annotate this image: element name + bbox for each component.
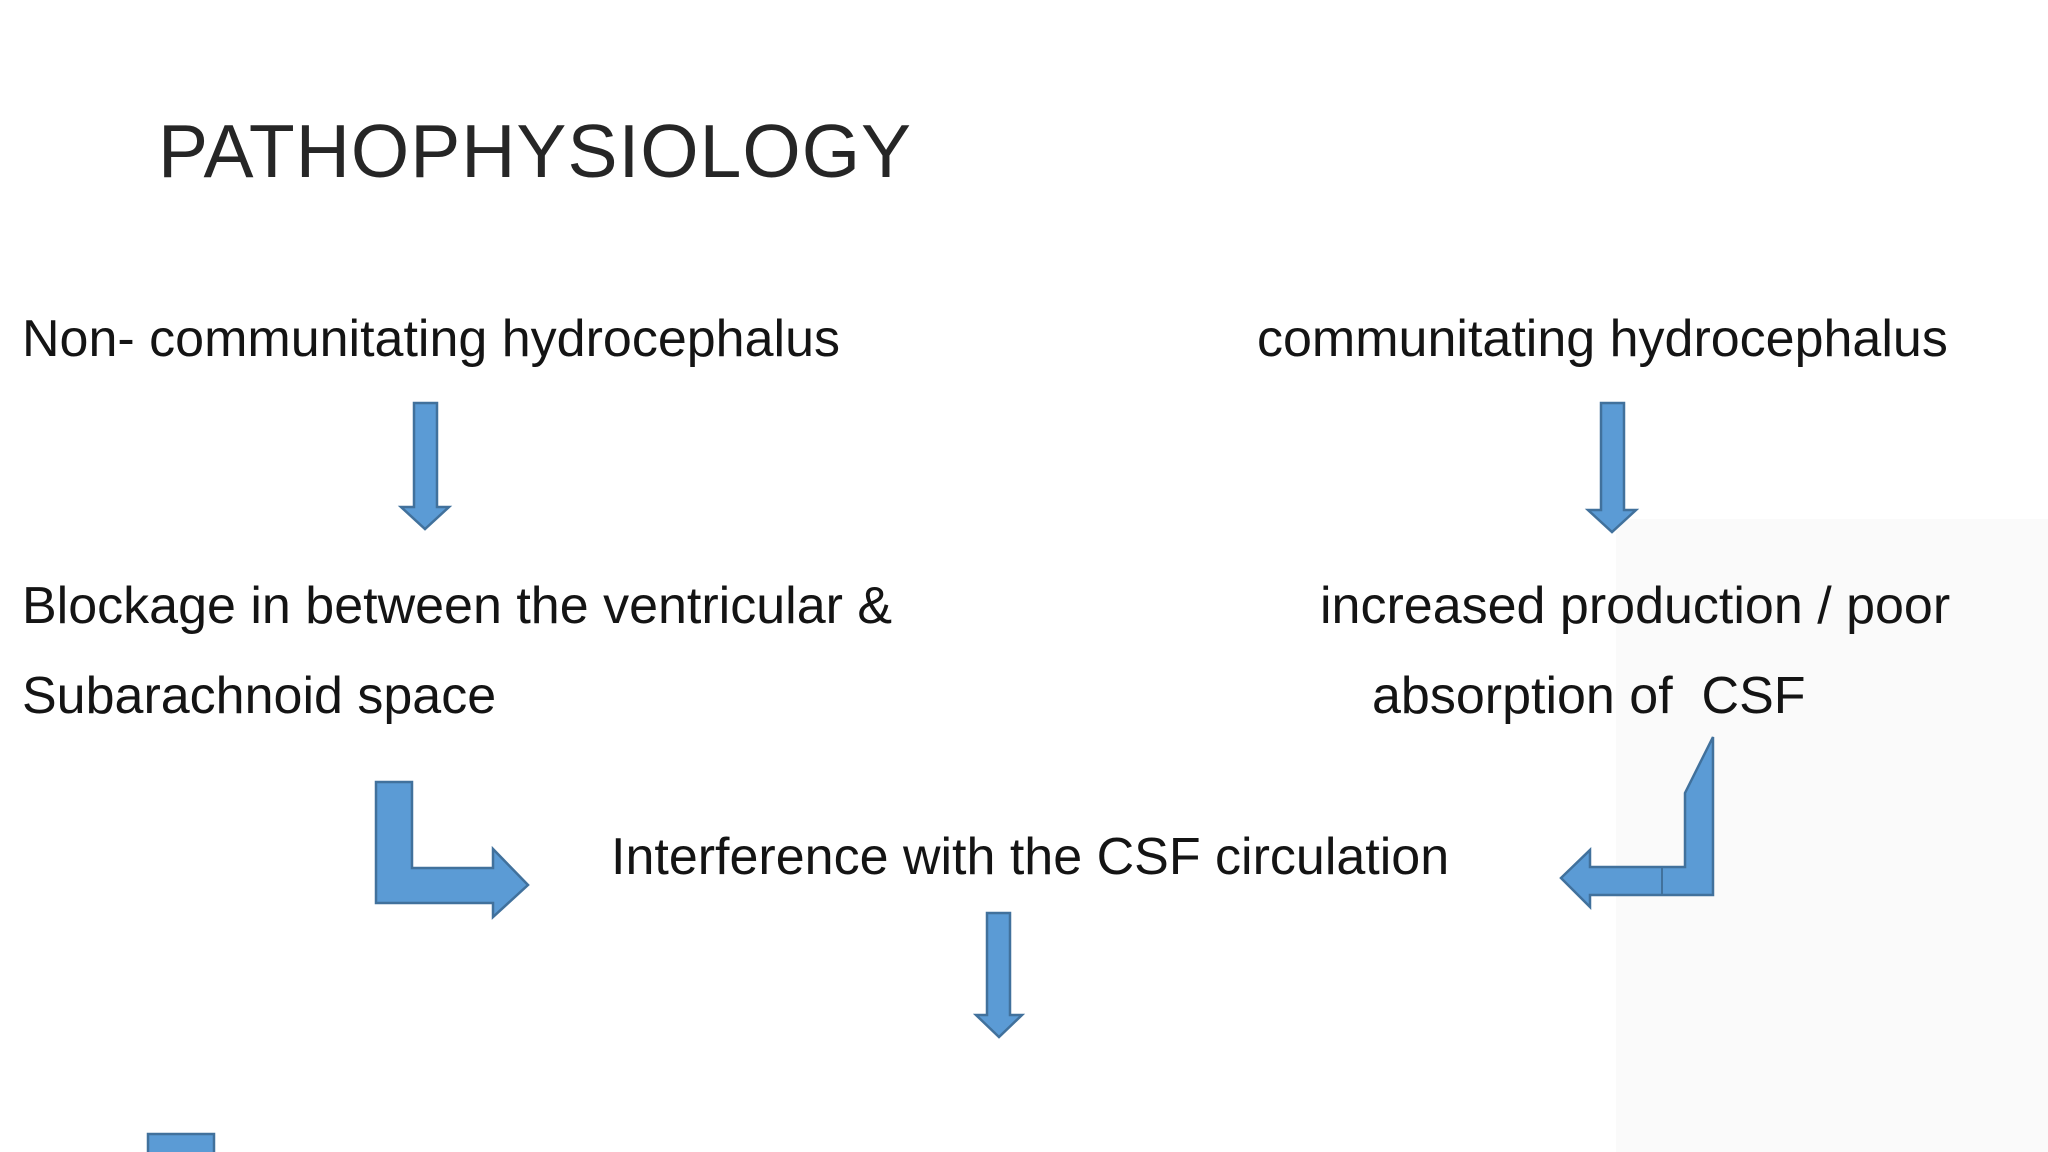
node-non-communicating-hydrocephalus: Non- communitating hydrocephalus xyxy=(22,310,840,368)
down-arrow-interference-icon xyxy=(972,911,1026,1039)
node-blockage-line1: Blockage in between the ventricular & xyxy=(22,577,893,635)
page-title: PATHOPHYSIOLOGY xyxy=(158,109,913,193)
down-arrow-noncommunicating-icon xyxy=(397,401,453,531)
down-arrow-communicating-icon xyxy=(1584,401,1640,534)
bent-arrow-from-absorption-icon xyxy=(1559,736,1715,911)
partial-shape-bottom-icon xyxy=(146,1132,216,1152)
node-interference-csf-circulation: Interference with the CSF circulation xyxy=(611,828,1450,886)
bent-arrow-from-blockage-icon xyxy=(374,780,530,920)
node-increased-production-line1: increased production / poor xyxy=(1320,577,1951,635)
node-increased-production-line2: absorption of CSF xyxy=(1372,667,1806,725)
node-communicating-hydrocephalus: communitating hydrocephalus xyxy=(1257,310,1948,368)
node-blockage-line2: Subarachnoid space xyxy=(22,667,497,725)
